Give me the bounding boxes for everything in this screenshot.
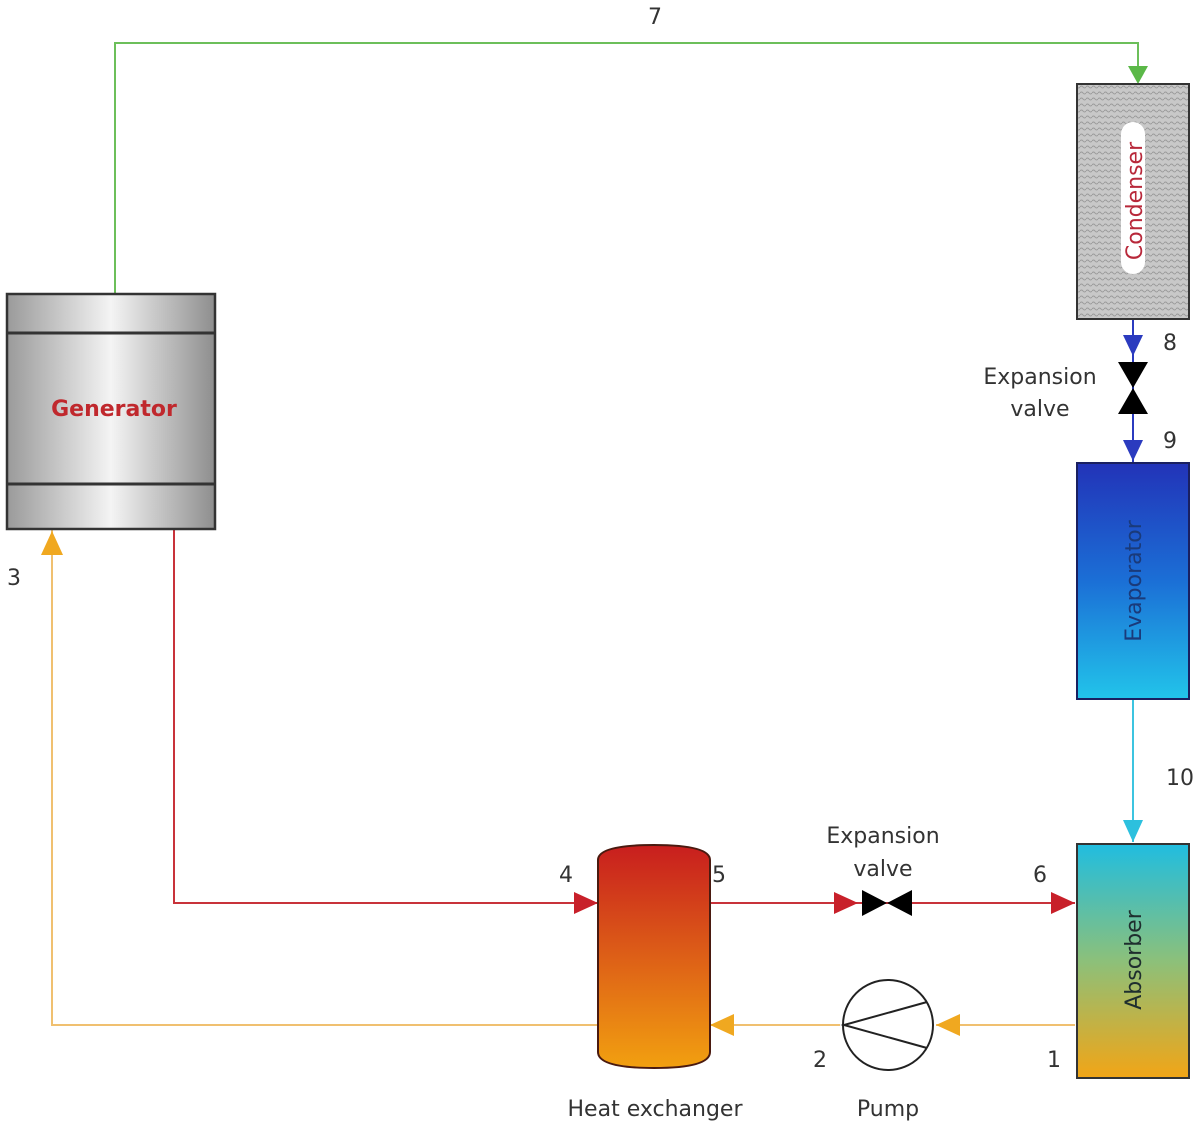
stream-4-strong-solution <box>173 530 598 914</box>
generator: Generator <box>5 292 217 531</box>
heat-exchanger-label: Heat exchanger <box>568 1097 744 1122</box>
absorber-label: Absorber <box>1122 909 1147 1009</box>
arrow-icon <box>936 1014 960 1036</box>
state-point-9: 9 <box>1163 429 1177 454</box>
arrow-icon <box>1123 820 1143 842</box>
evaporator: Evaporator <box>1076 462 1190 700</box>
pump-label: Pump <box>857 1097 919 1122</box>
heat-exchanger: Heat exchanger <box>568 843 744 1122</box>
absorber: Absorber <box>1076 843 1190 1079</box>
expansion-valve-top-label-2: valve <box>1010 397 1069 422</box>
arrow-icon <box>41 531 63 555</box>
arrow-icon <box>1051 892 1075 914</box>
expansion-valve-top-label: Expansion <box>983 365 1096 390</box>
expansion-valve-bottom: Expansion valve <box>826 824 940 916</box>
state-point-10: 10 <box>1166 766 1194 791</box>
evaporator-label: Evaporator <box>1122 519 1147 641</box>
condenser: Condenser <box>1076 83 1190 320</box>
stream-10-vapor <box>1123 700 1143 842</box>
stream-1-2-3-weak-solution <box>41 530 1075 1036</box>
arrow-icon <box>710 1014 734 1036</box>
state-point-2: 2 <box>813 1048 827 1073</box>
arrow-icon <box>1123 440 1143 461</box>
state-point-8: 8 <box>1163 331 1177 356</box>
condenser-label: Condenser <box>1123 141 1148 260</box>
arrow-icon <box>1128 66 1148 84</box>
state-point-4: 4 <box>559 863 573 888</box>
arrow-icon <box>1123 335 1143 356</box>
expansion-valve-bottom-label: Expansion <box>826 824 939 849</box>
generator-label: Generator <box>51 397 177 422</box>
state-point-6: 6 <box>1033 863 1047 888</box>
stream-7-vapor <box>114 42 1148 293</box>
state-point-1: 1 <box>1047 1048 1061 1073</box>
arrow-icon <box>574 892 598 914</box>
expansion-valve-bottom-label-2: valve <box>853 857 912 882</box>
state-point-7: 7 <box>648 5 662 30</box>
pump: Pump <box>840 979 934 1122</box>
expansion-valve-top: Expansion valve <box>983 362 1148 422</box>
state-point-5: 5 <box>712 863 726 888</box>
arrow-icon <box>834 892 858 914</box>
state-point-3: 3 <box>7 566 21 591</box>
